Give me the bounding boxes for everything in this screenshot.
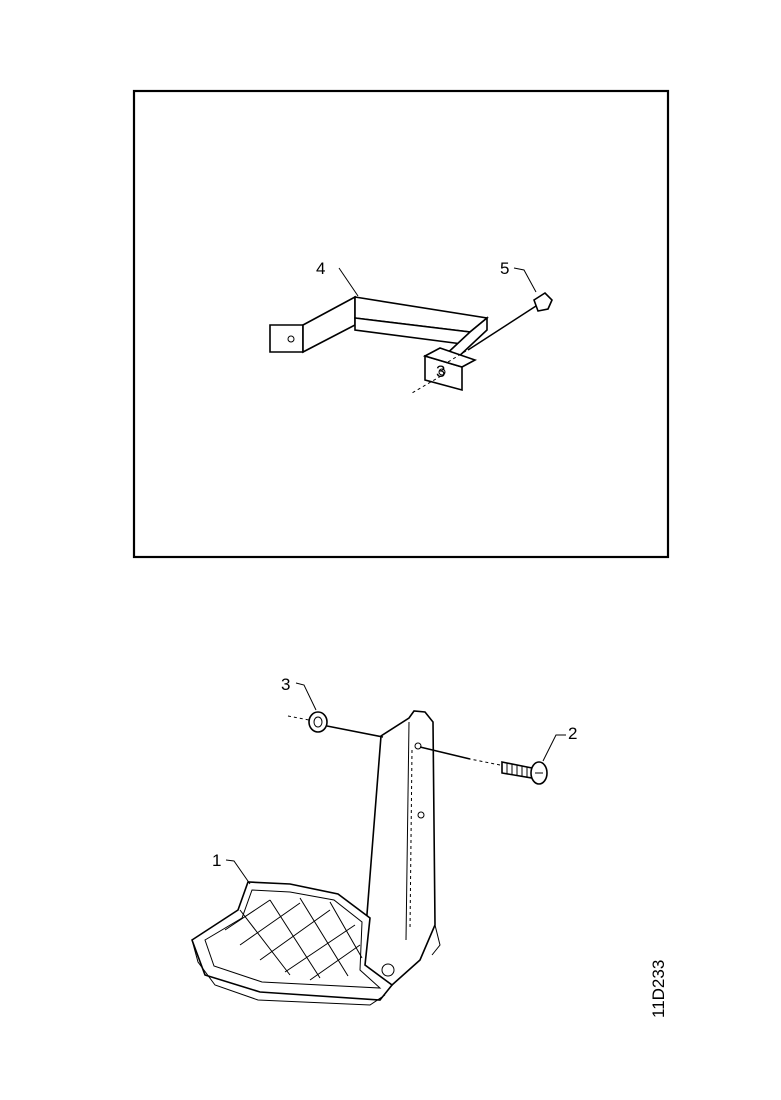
leader-5 (513, 267, 537, 293)
callout-3-inset: 3 (436, 362, 445, 381)
callout-2: 2 (568, 724, 577, 743)
callout-5: 5 (500, 259, 509, 278)
assembly-axis-line (326, 725, 384, 738)
step-part (191, 710, 441, 1006)
callout-3: 3 (281, 675, 290, 694)
leader-2 (542, 734, 566, 762)
leader-3 (295, 682, 317, 711)
leader-1 (225, 859, 251, 885)
figure-code: 11D233 (649, 960, 668, 1018)
leader-4 (338, 267, 359, 297)
bracket-part (269, 295, 489, 392)
bolt-part (501, 761, 548, 785)
callout-1: 1 (212, 851, 221, 870)
callout-4: 4 (316, 259, 325, 278)
nut-axis-line (287, 715, 310, 721)
inset-bolt-part (447, 291, 553, 363)
nut-part (308, 711, 328, 733)
bolt-axis-line-2 (419, 746, 471, 760)
inset-frame (132, 89, 670, 559)
bolt-axis-line (469, 758, 501, 766)
